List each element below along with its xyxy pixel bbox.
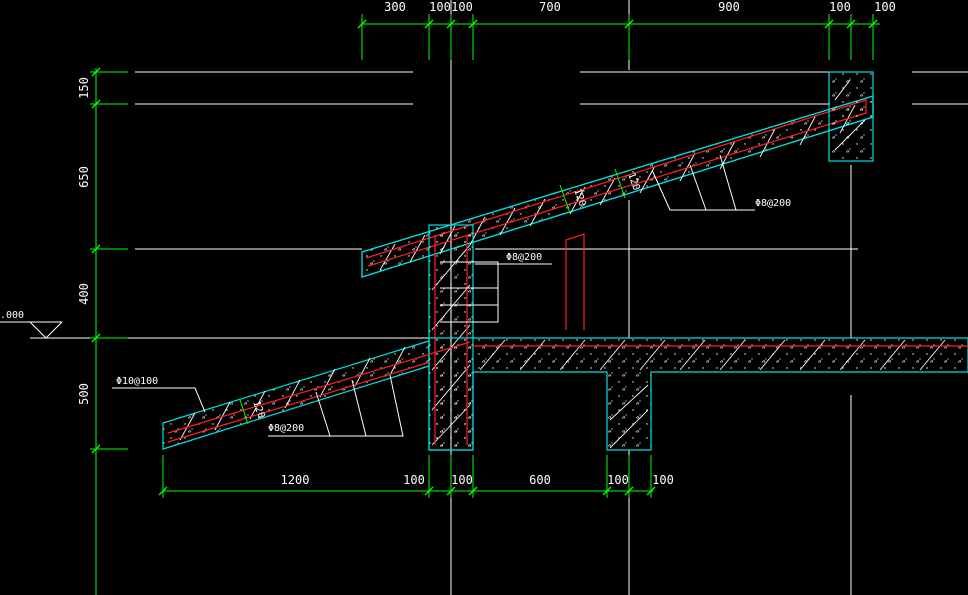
lower-slab: [428, 337, 968, 451]
elevation-marker: .000: [0, 310, 63, 339]
left-dimension-chain: 150 650 400 500: [77, 67, 128, 595]
upper-stirrup-note: Φ8@200: [755, 198, 791, 209]
reference-lines: [30, 0, 968, 595]
bottom-dim-6: 100: [652, 473, 674, 487]
top-dim-6: 100: [829, 0, 851, 14]
bottom-dim-5: 100: [607, 473, 629, 487]
top-right-block: [828, 71, 874, 162]
bottom-dim-2: 100: [403, 473, 425, 487]
elevation-label: .000: [0, 310, 24, 321]
top-dim-4: 700: [539, 0, 561, 14]
lower-stirrup-note: Φ8@200: [268, 423, 304, 434]
left-dim-2: 650: [77, 166, 91, 188]
left-dim-3: 400: [77, 283, 91, 305]
left-dim-1: 150: [77, 77, 91, 99]
top-dim-5: 900: [718, 0, 740, 14]
beam-stirrup-note: Φ8@200: [506, 252, 542, 263]
lower-main-note: Φ10@100: [116, 376, 158, 387]
left-dim-4: 500: [77, 383, 91, 405]
rebar-detail: [565, 233, 585, 330]
top-dim-3: 100: [451, 0, 473, 14]
lower-sloped-slab: [162, 340, 471, 450]
top-dim-7: 100: [874, 0, 896, 14]
bottom-dimension-chain: 1200 100 100 600 100 100: [158, 455, 674, 498]
top-dimension-chain: 300 100 100 700 900 100 100: [357, 0, 896, 60]
top-dim-2: 100: [429, 0, 451, 14]
top-dim-1: 300: [384, 0, 406, 14]
bottom-dim-1: 1200: [281, 473, 310, 487]
bottom-dim-3: 100: [451, 473, 473, 487]
bottom-dim-4: 600: [529, 473, 551, 487]
